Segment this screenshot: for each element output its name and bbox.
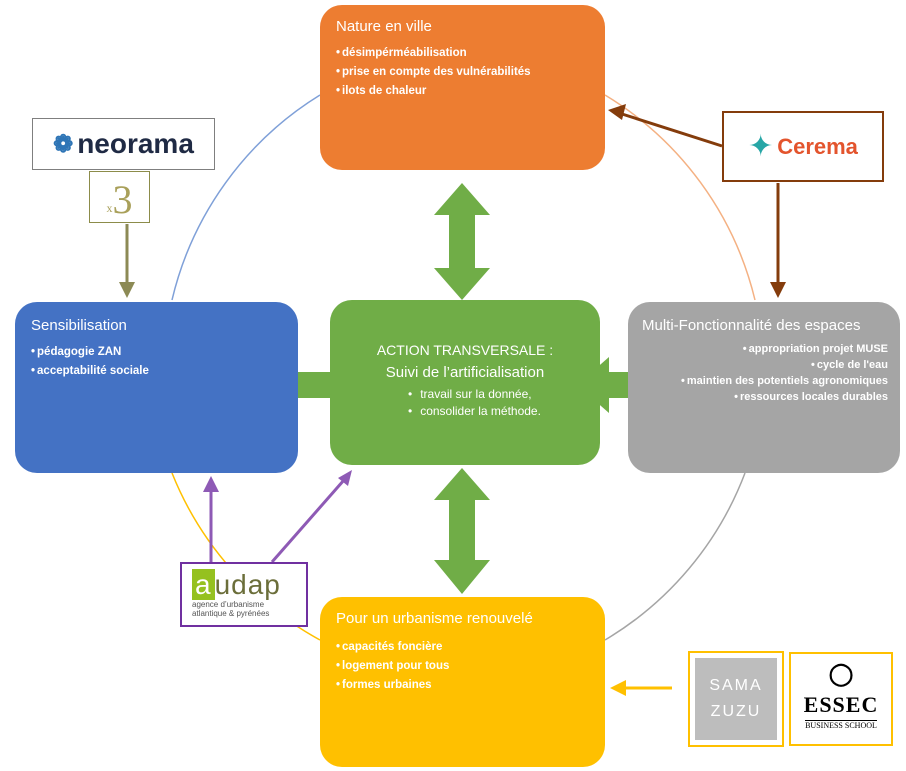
neorama-logo: ❁ neorama [32, 118, 215, 170]
arrowhead-audap-to-sensibilisation [203, 476, 219, 492]
x3-logo: x 3 [89, 171, 150, 223]
essec-logo-subtitle: BUSINESS SCHOOL [805, 720, 877, 730]
double-arrow-vertical-top [434, 183, 490, 300]
audap-logo-subtitle: agence d’urbanisme atlantique & pyrénées [192, 600, 270, 618]
list-item: maintien des potentiels agronomiques [642, 373, 888, 389]
box-title: Pour un urbanisme renouvelé [336, 610, 533, 627]
list-item: acceptabilité sociale [31, 362, 282, 381]
cycle-arc-bottom-right [604, 472, 746, 641]
essec-logo: ◯ ESSEC BUSINESS SCHOOL [789, 652, 893, 746]
audap-logo-text: udap [214, 569, 281, 600]
cycle-arc-top-right [604, 94, 756, 301]
arrowhead-audap-to-center [338, 470, 352, 486]
neorama-star-icon: ❁ [53, 130, 74, 158]
list-item: désimpérméabilisation [336, 44, 589, 63]
arrow-audap-to-center [270, 479, 346, 563]
double-arrow-horizontal-left [236, 357, 372, 413]
arrowhead-essec-to-urbanisme [610, 680, 626, 696]
arrowhead-neorama-to-sensibilisation [119, 282, 135, 298]
box-title: Multi-Fonctionnalité des espaces [642, 317, 861, 334]
cerema-logo: ✦ Cerema [722, 111, 884, 182]
cerema-mark-icon: ✦ [748, 130, 774, 163]
box-title: Sensibilisation [31, 317, 127, 334]
list-item: consolider la méthode. [408, 403, 600, 420]
list-item: formes urbaines [336, 676, 589, 695]
arrow-cerema-to-nature [621, 112, 723, 148]
list-item: appropriation projet MUSE [642, 341, 888, 357]
double-arrow-vertical-bottom [434, 468, 490, 594]
box-action-transversale: ACTION TRANSVERSALE : Suivi de l’artific… [330, 300, 600, 465]
x3-logo-text: 3 [112, 177, 133, 222]
arrowhead-cerema-to-nature [608, 104, 626, 120]
neorama-logo-text: neorama [77, 128, 194, 159]
samazuzu-logo-line2: ZUZU [710, 703, 762, 720]
list-item: travail sur la donnée, [408, 386, 600, 403]
x3-logo-prefix: x [106, 201, 113, 215]
list-item: capacités foncière [336, 638, 589, 657]
list-item: cycle de l'eau [642, 357, 888, 373]
box-title: Nature en ville [336, 18, 432, 35]
cycle-arc-top-left [171, 94, 321, 301]
list-item: prise en compte des vulnérabilités [336, 63, 589, 82]
box-sensibilisation: Sensibilisation pédagogie ZAN acceptabil… [15, 302, 298, 473]
list-item: pédagogie ZAN [31, 343, 282, 362]
samazuzu-logo: SAMA ZUZU [688, 651, 784, 747]
audap-logo-letter: a [192, 569, 215, 600]
cerema-logo-text: Cerema [777, 133, 858, 159]
box-nature-en-ville: Nature en ville désimpérméabilisation pr… [320, 5, 605, 170]
center-title: ACTION TRANSVERSALE : [376, 342, 554, 358]
list-item: logement pour tous [336, 657, 589, 676]
box-urbanisme-renouvele: Pour un urbanisme renouvelé capacités fo… [320, 597, 605, 767]
arrowhead-cerema-to-multifonction [770, 282, 786, 298]
list-item: ressources locales durables [642, 389, 888, 405]
box-multi-fonctionnalite: Multi-Fonctionnalité des espaces appropr… [628, 302, 900, 473]
list-item: ilots de chaleur [336, 82, 589, 101]
essec-logo-text: ESSEC [803, 692, 879, 717]
samazuzu-logo-line1: SAMA [709, 677, 763, 694]
essec-shield-icon: ◯ [828, 661, 854, 686]
center-subtitle: Suivi de l’artificialisation [385, 364, 545, 381]
